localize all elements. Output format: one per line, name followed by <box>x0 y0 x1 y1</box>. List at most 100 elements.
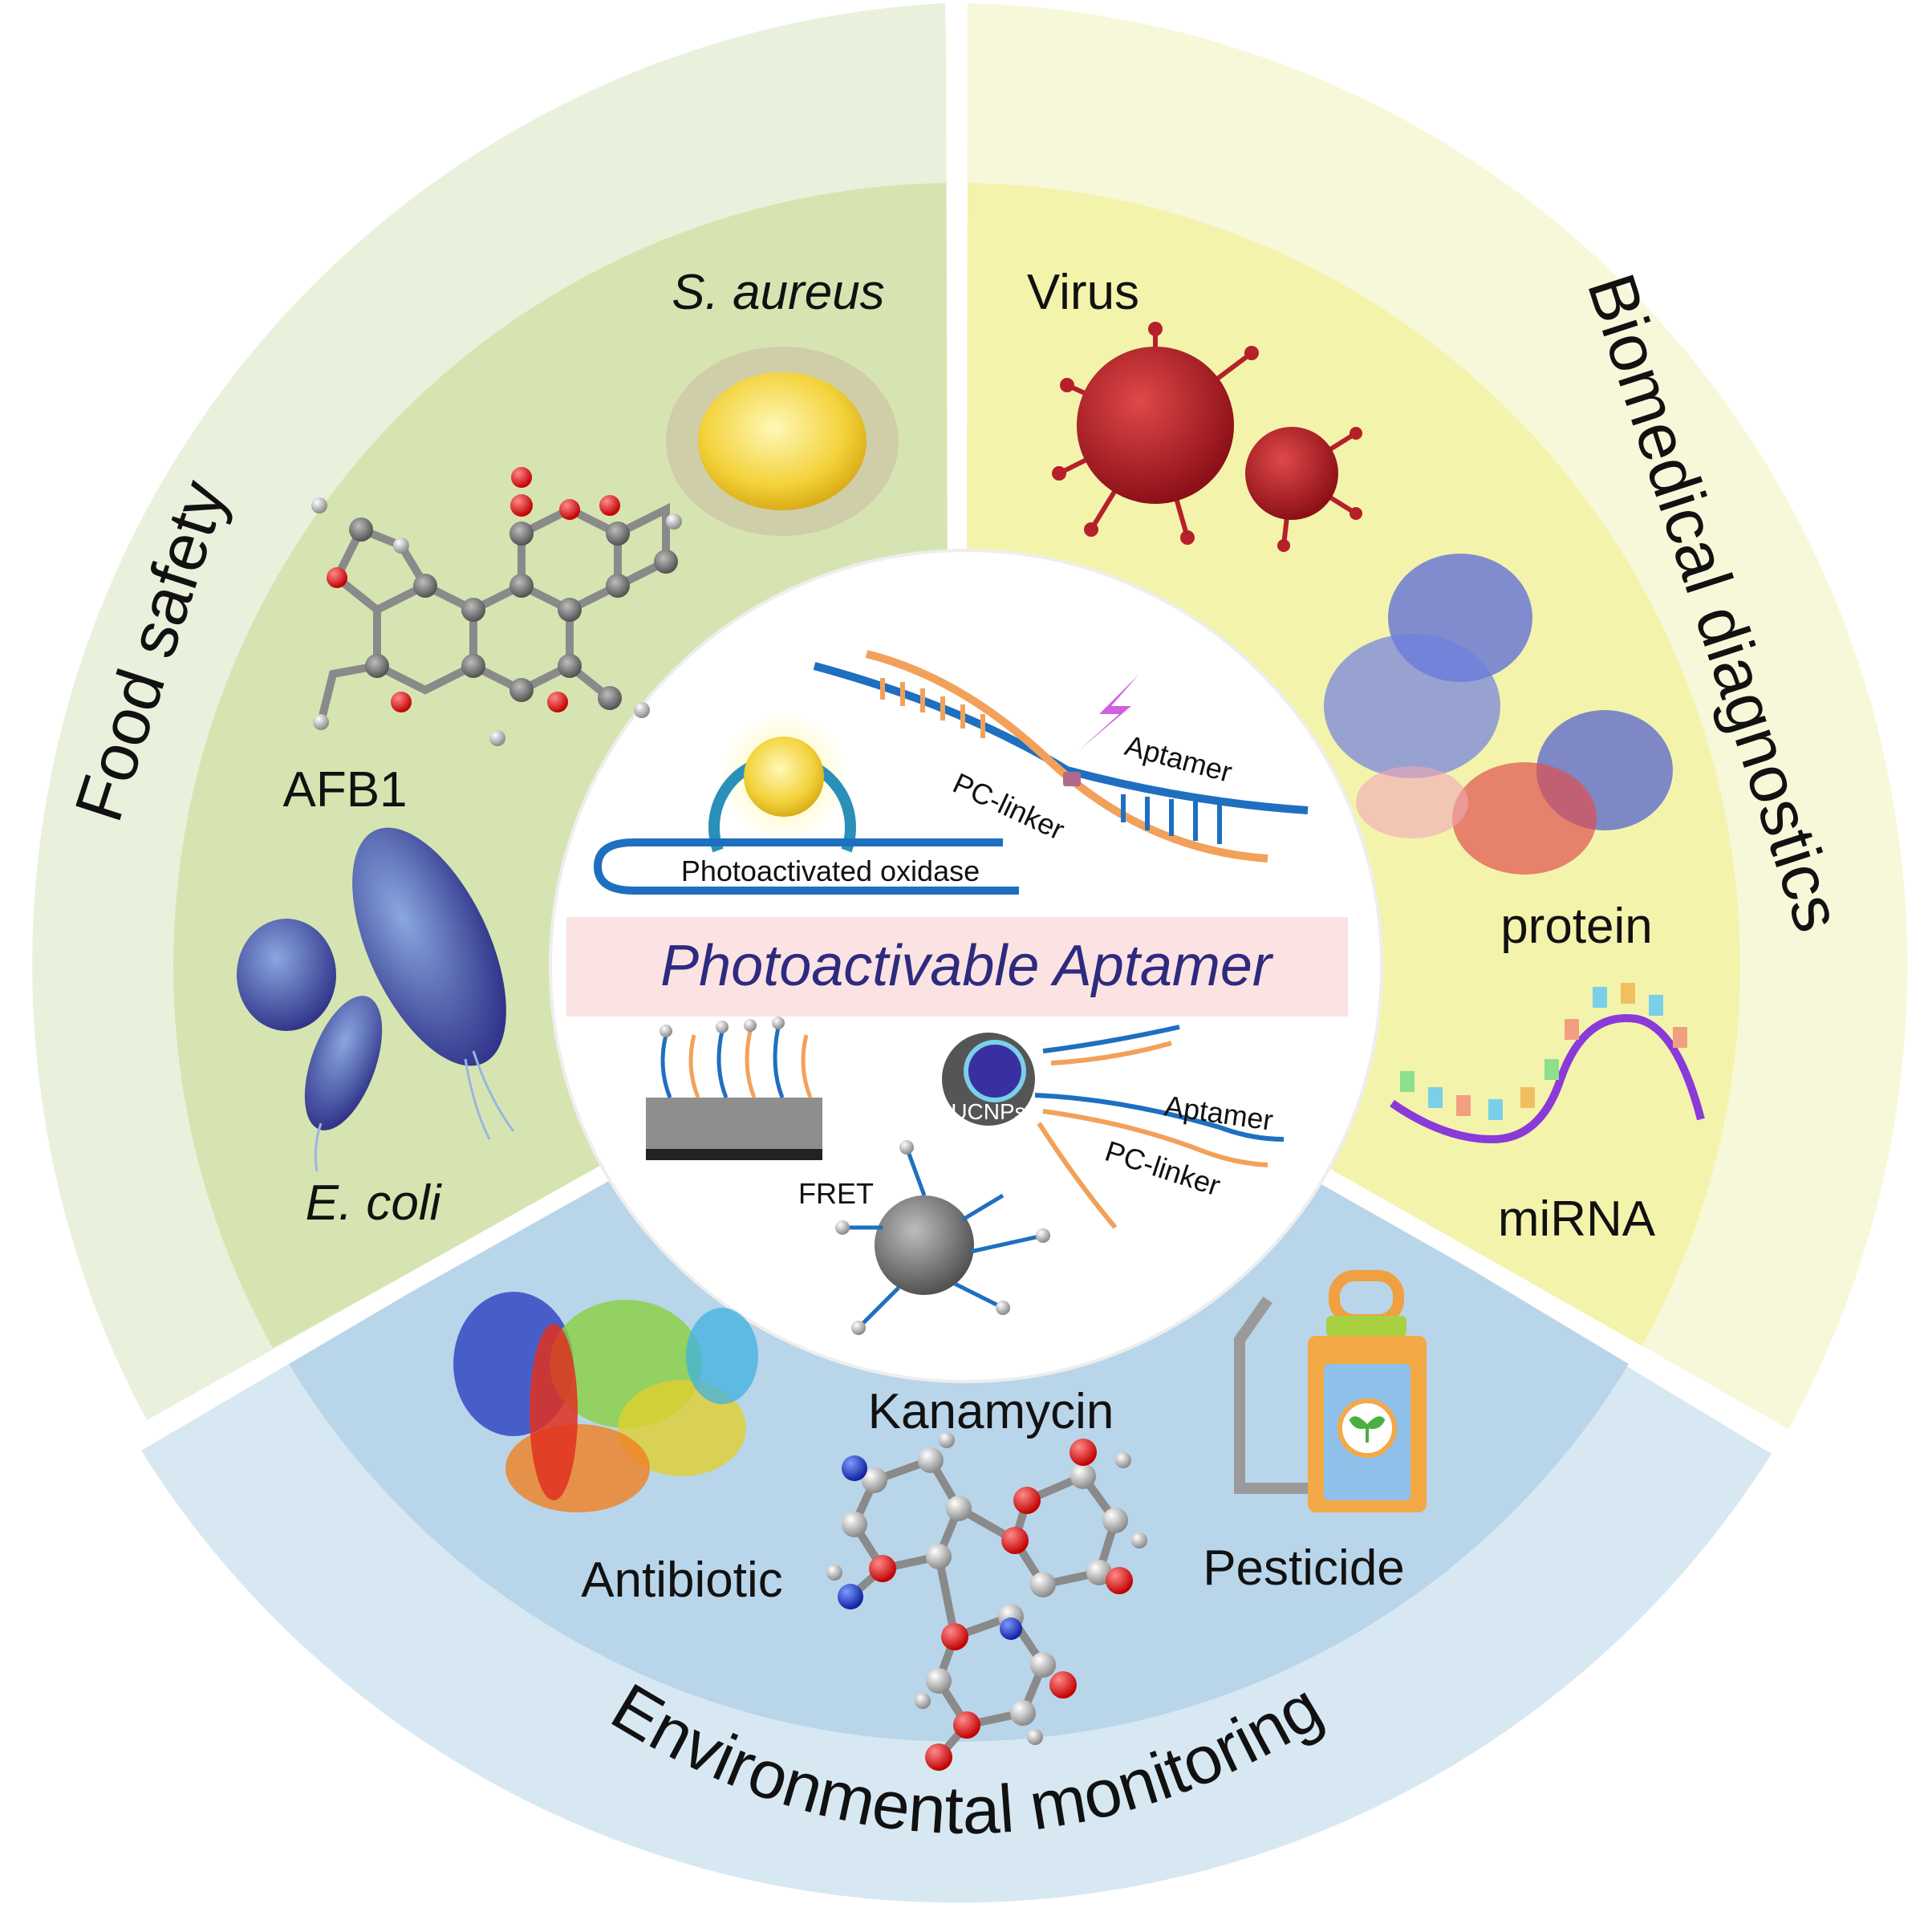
spike-tip <box>1148 322 1163 336</box>
divider-top <box>946 0 965 619</box>
label-photoactivated-oxidase: Photoactivated oxidase <box>681 854 980 887</box>
lock-icon <box>1063 772 1081 786</box>
tip <box>716 1021 729 1033</box>
strand-tips <box>660 1017 785 1037</box>
atom-h <box>393 538 409 554</box>
afb1-oxygens <box>327 467 620 712</box>
base-pairs-top <box>880 678 985 738</box>
base-pairs-bottom <box>1121 794 1222 844</box>
ribbon-red <box>530 1324 578 1500</box>
e-coli-bacteria-icon <box>237 827 515 1172</box>
atom-o <box>1049 1671 1077 1699</box>
grey-nanoparticle-icon <box>875 1195 974 1295</box>
bacterium-round <box>237 919 336 1031</box>
label-afb1: AFB1 <box>282 762 407 818</box>
atom-c <box>1030 1572 1056 1597</box>
atom-h <box>489 730 505 746</box>
ribbon-orange <box>505 1424 650 1512</box>
protein-structure-icon <box>1324 554 1673 875</box>
photoactivated-oxidase-illustration: Photoactivated oxidase <box>593 712 1019 895</box>
mirna-strand-icon <box>1390 983 1705 1144</box>
virus-body-small <box>1245 427 1338 520</box>
atom-c <box>509 574 534 598</box>
atom-n <box>842 1455 867 1481</box>
label-ucnps: UCNPs <box>951 1099 1025 1124</box>
spike-tip <box>1084 522 1098 537</box>
ucnp-aptamer-blue <box>1034 1093 1285 1142</box>
atom-o <box>941 1623 968 1650</box>
label-s-aureus: S. aureus <box>672 265 884 320</box>
surface-plate-base <box>646 1149 822 1160</box>
atom-o <box>1106 1567 1133 1594</box>
atom-o <box>599 495 620 516</box>
strand <box>953 1281 1005 1310</box>
strand <box>961 1193 1005 1222</box>
tip <box>835 1220 850 1235</box>
atom-h <box>634 702 650 718</box>
atom-c <box>598 686 622 710</box>
kanamycin-nitrogens <box>838 1455 1022 1640</box>
base <box>1428 1087 1443 1108</box>
atom-o <box>925 1743 952 1771</box>
kanamycin-carbons <box>842 1447 1128 1726</box>
strand <box>801 1034 813 1098</box>
plant-sprout <box>1349 1416 1386 1443</box>
strand <box>970 1233 1044 1254</box>
atom-h <box>311 497 327 513</box>
atom-o <box>869 1555 896 1582</box>
oxidase-strand <box>593 838 1019 895</box>
afb1-hydrogens <box>311 497 682 746</box>
kanamycin-molecule-icon <box>826 1432 1147 1771</box>
label-kanamycin: Kanamycin <box>868 1384 1114 1439</box>
surface-plate <box>646 1098 822 1159</box>
base <box>1621 983 1635 1004</box>
protein-lobe-red <box>1452 762 1597 875</box>
bacterium-rod-small <box>304 996 383 1130</box>
protein-lobe-pink <box>1356 766 1468 838</box>
spike-tip <box>1052 466 1066 481</box>
atom-c <box>509 522 534 546</box>
label-pesticide: Pesticide <box>1203 1540 1405 1596</box>
flagella <box>314 1050 515 1172</box>
atom-c <box>926 1544 952 1569</box>
atom-c <box>918 1447 944 1473</box>
strand <box>716 1030 729 1098</box>
atom-c <box>842 1512 867 1537</box>
base <box>1593 987 1607 1008</box>
atom-h <box>826 1565 842 1581</box>
tip <box>744 1019 757 1032</box>
atom-c <box>365 654 389 678</box>
label-fret: FRET <box>798 1177 874 1210</box>
atom-h <box>939 1432 955 1448</box>
flagellum <box>464 1058 491 1140</box>
base <box>1456 1095 1471 1116</box>
afb1-molecule-icon <box>311 467 682 746</box>
strand <box>773 1026 785 1098</box>
base <box>1673 1027 1687 1048</box>
pesticide-sprayer-icon <box>1234 1270 1427 1512</box>
yellow-nanoparticle-icon <box>744 737 824 817</box>
atom-h <box>666 513 682 530</box>
atom-o <box>1070 1439 1097 1466</box>
spike-tip <box>1350 427 1362 440</box>
tip <box>660 1025 672 1037</box>
atom-c <box>413 574 437 598</box>
surface-strands <box>660 1026 813 1098</box>
atom-o <box>1001 1527 1029 1554</box>
atom-c <box>558 598 582 622</box>
ribbon-cyan <box>686 1308 758 1404</box>
atom-n <box>838 1584 863 1609</box>
atom-c <box>1010 1700 1036 1726</box>
label-protein: protein <box>1500 899 1653 954</box>
atom-c <box>862 1467 887 1493</box>
lightning-icon <box>1079 674 1139 750</box>
fret-strands <box>842 1147 1044 1329</box>
sprayer-hose <box>1234 1296 1308 1494</box>
base <box>1400 1071 1414 1092</box>
atom-h <box>915 1693 931 1709</box>
label-virus: Virus <box>1027 265 1139 320</box>
afb1-carbons <box>349 518 678 710</box>
protein-lobe-blue-left <box>1324 634 1500 778</box>
atom-h <box>1115 1452 1131 1468</box>
